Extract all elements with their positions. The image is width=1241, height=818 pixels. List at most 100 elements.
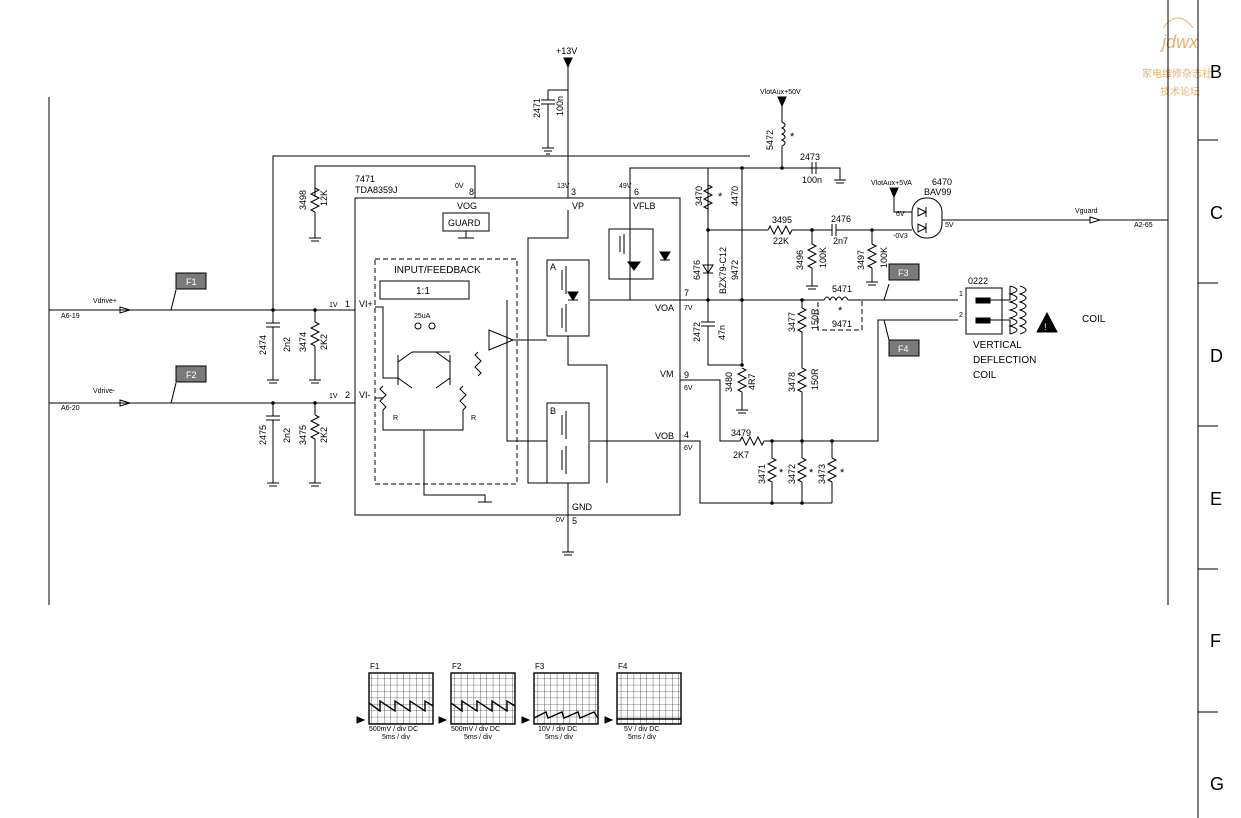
svg-text:F1: F1 [370, 662, 380, 671]
pin-voa: VOA [655, 303, 674, 313]
svg-text:500mV / div DC: 500mV / div DC [451, 726, 500, 733]
input-rc-network: 2474 2n2 3474 2K2 2475 2n2 3475 2K2 [258, 308, 329, 487]
svg-text:F4: F4 [618, 662, 628, 671]
pin-vog: VOG [457, 201, 477, 211]
svg-text:*: * [790, 131, 795, 143]
svg-text:100n: 100n [555, 96, 565, 116]
pin-vi-minus: VI- [359, 390, 371, 400]
svg-text:5: 5 [572, 516, 577, 526]
ground-pin5 [562, 515, 574, 556]
flyback-network: 3470 * 4470 6476 BZX79-C12 9472 2472 47n… [692, 184, 757, 414]
svg-text:F3: F3 [535, 662, 545, 671]
svg-text:4R7: 4R7 [747, 373, 757, 390]
svg-text:4: 4 [684, 430, 689, 440]
svg-text:F1: F1 [186, 277, 197, 287]
aux50-section: VlotAux+50V 5472 * 2473 100n [740, 89, 846, 185]
grid-row-e: E [1210, 489, 1222, 509]
ratio-label: 1:1 [416, 286, 430, 297]
ratio-box [379, 280, 470, 300]
d6470-body [911, 197, 943, 239]
svg-text:5V / div DC: 5V / div DC [624, 726, 659, 733]
svg-text:3478: 3478 [787, 372, 797, 392]
svg-text:B: B [550, 406, 556, 416]
svg-text:6: 6 [634, 187, 639, 197]
svg-text:Vdrive-: Vdrive- [93, 388, 116, 395]
grid-frame: B C D E F G [1167, 0, 1224, 818]
svg-text:2K2: 2K2 [319, 334, 329, 350]
svg-text:25uA: 25uA [414, 313, 431, 320]
svg-text:3473: 3473 [817, 464, 827, 484]
svg-text:49V: 49V [619, 183, 632, 190]
svg-text:1V: 1V [329, 393, 338, 400]
scope-f3: F3 10V / div DC 5ms / div [521, 662, 599, 741]
svg-text:5ms / div: 5ms / div [464, 734, 493, 741]
svg-text:A6-20: A6-20 [61, 405, 80, 412]
flag-f4 [888, 339, 920, 357]
svg-text:DEFLECTION: DEFLECTION [973, 355, 1036, 366]
svg-text:9471: 9471 [832, 319, 852, 329]
svg-text:6476: 6476 [692, 260, 702, 280]
input-vdrive-plus: A6-19 Vdrive+ F1 [49, 272, 355, 320]
svg-text:3498: 3498 [298, 190, 308, 210]
svg-text:2473: 2473 [800, 152, 820, 162]
svg-text:13V: 13V [557, 183, 570, 190]
svg-text:0V: 0V [455, 183, 464, 190]
supply-13v: +13V 2471 100n [532, 46, 577, 198]
r3498: 3498 12K [298, 187, 329, 242]
svg-text:100n: 100n [802, 175, 822, 185]
input-feedback-block [374, 258, 518, 485]
svg-text:6V: 6V [684, 385, 693, 392]
top-wires [272, 155, 840, 365]
svg-text:3471: 3471 [757, 464, 767, 484]
svg-text:0V: 0V [556, 517, 565, 524]
svg-text:3496: 3496 [795, 250, 805, 270]
svg-text:1: 1 [345, 299, 350, 309]
svg-text:5ms / div: 5ms / div [382, 734, 411, 741]
svg-text:VERTICAL: VERTICAL [973, 340, 1022, 351]
svg-text:3470: 3470 [694, 186, 704, 206]
svg-text:3: 3 [571, 187, 576, 197]
svg-text:R: R [471, 415, 476, 422]
input-vdrive-minus: A6-20 Vdrive- F2 [49, 365, 355, 412]
svg-text:0222: 0222 [968, 276, 988, 286]
svg-text:2471: 2471 [532, 98, 542, 118]
svg-text:VlotAux+5VA: VlotAux+5VA [871, 180, 912, 187]
svg-text:7: 7 [684, 288, 689, 298]
scope-f4: F4 5V / div DC 5ms / div [604, 662, 682, 741]
svg-text:!: ! [1044, 322, 1047, 332]
svg-text:8: 8 [469, 187, 474, 197]
svg-text:2K7: 2K7 [733, 450, 749, 460]
grid-row-f: F [1210, 631, 1221, 651]
scope-f2: F2 500mV / div DC 5ms / div [438, 662, 516, 741]
guard-label: GUARD [448, 218, 481, 228]
svg-text:5ms / div: 5ms / div [545, 734, 574, 741]
svg-text:BZX79-C12: BZX79-C12 [718, 247, 728, 294]
svg-text:Vguard: Vguard [1075, 208, 1098, 215]
grid-row-c: C [1210, 203, 1223, 223]
watermark-logo: jdwx [1159, 32, 1199, 52]
svg-text:12K: 12K [319, 190, 329, 206]
pin-vp: VP [572, 201, 584, 211]
svg-text:*: * [779, 467, 784, 479]
svg-text:5ms / div: 5ms / div [628, 734, 657, 741]
pin-vm: VM [660, 369, 674, 379]
svg-text:150R: 150R [810, 368, 820, 390]
svg-text:2n2: 2n2 [282, 337, 292, 352]
svg-text:5472: 5472 [765, 130, 775, 150]
svg-text:F2: F2 [186, 370, 197, 380]
svg-text:A: A [550, 262, 556, 272]
svg-text:2472: 2472 [692, 322, 702, 342]
deflection-coil: 0222 1 2 ! COIL VERTICAL DEFLECTION COIL [959, 276, 1106, 381]
svg-text:2475: 2475 [258, 425, 268, 445]
grid-row-b: B [1210, 62, 1222, 82]
svg-text:3479: 3479 [731, 428, 751, 438]
svg-text:3477: 3477 [787, 312, 797, 332]
svg-text:VlotAux+50V: VlotAux+50V [760, 89, 801, 96]
svg-text:9: 9 [684, 370, 689, 380]
pin-vob: VOB [655, 431, 674, 441]
svg-text:2n7: 2n7 [833, 236, 848, 246]
scope-f1: F1 500mV / div DC 5ms / div [356, 662, 434, 741]
svg-text:2n2: 2n2 [282, 428, 292, 443]
output-network: 5471 * 9471 3477 150R 3478 150R 3479 2K7… [680, 263, 958, 505]
svg-text:F2: F2 [452, 662, 462, 671]
